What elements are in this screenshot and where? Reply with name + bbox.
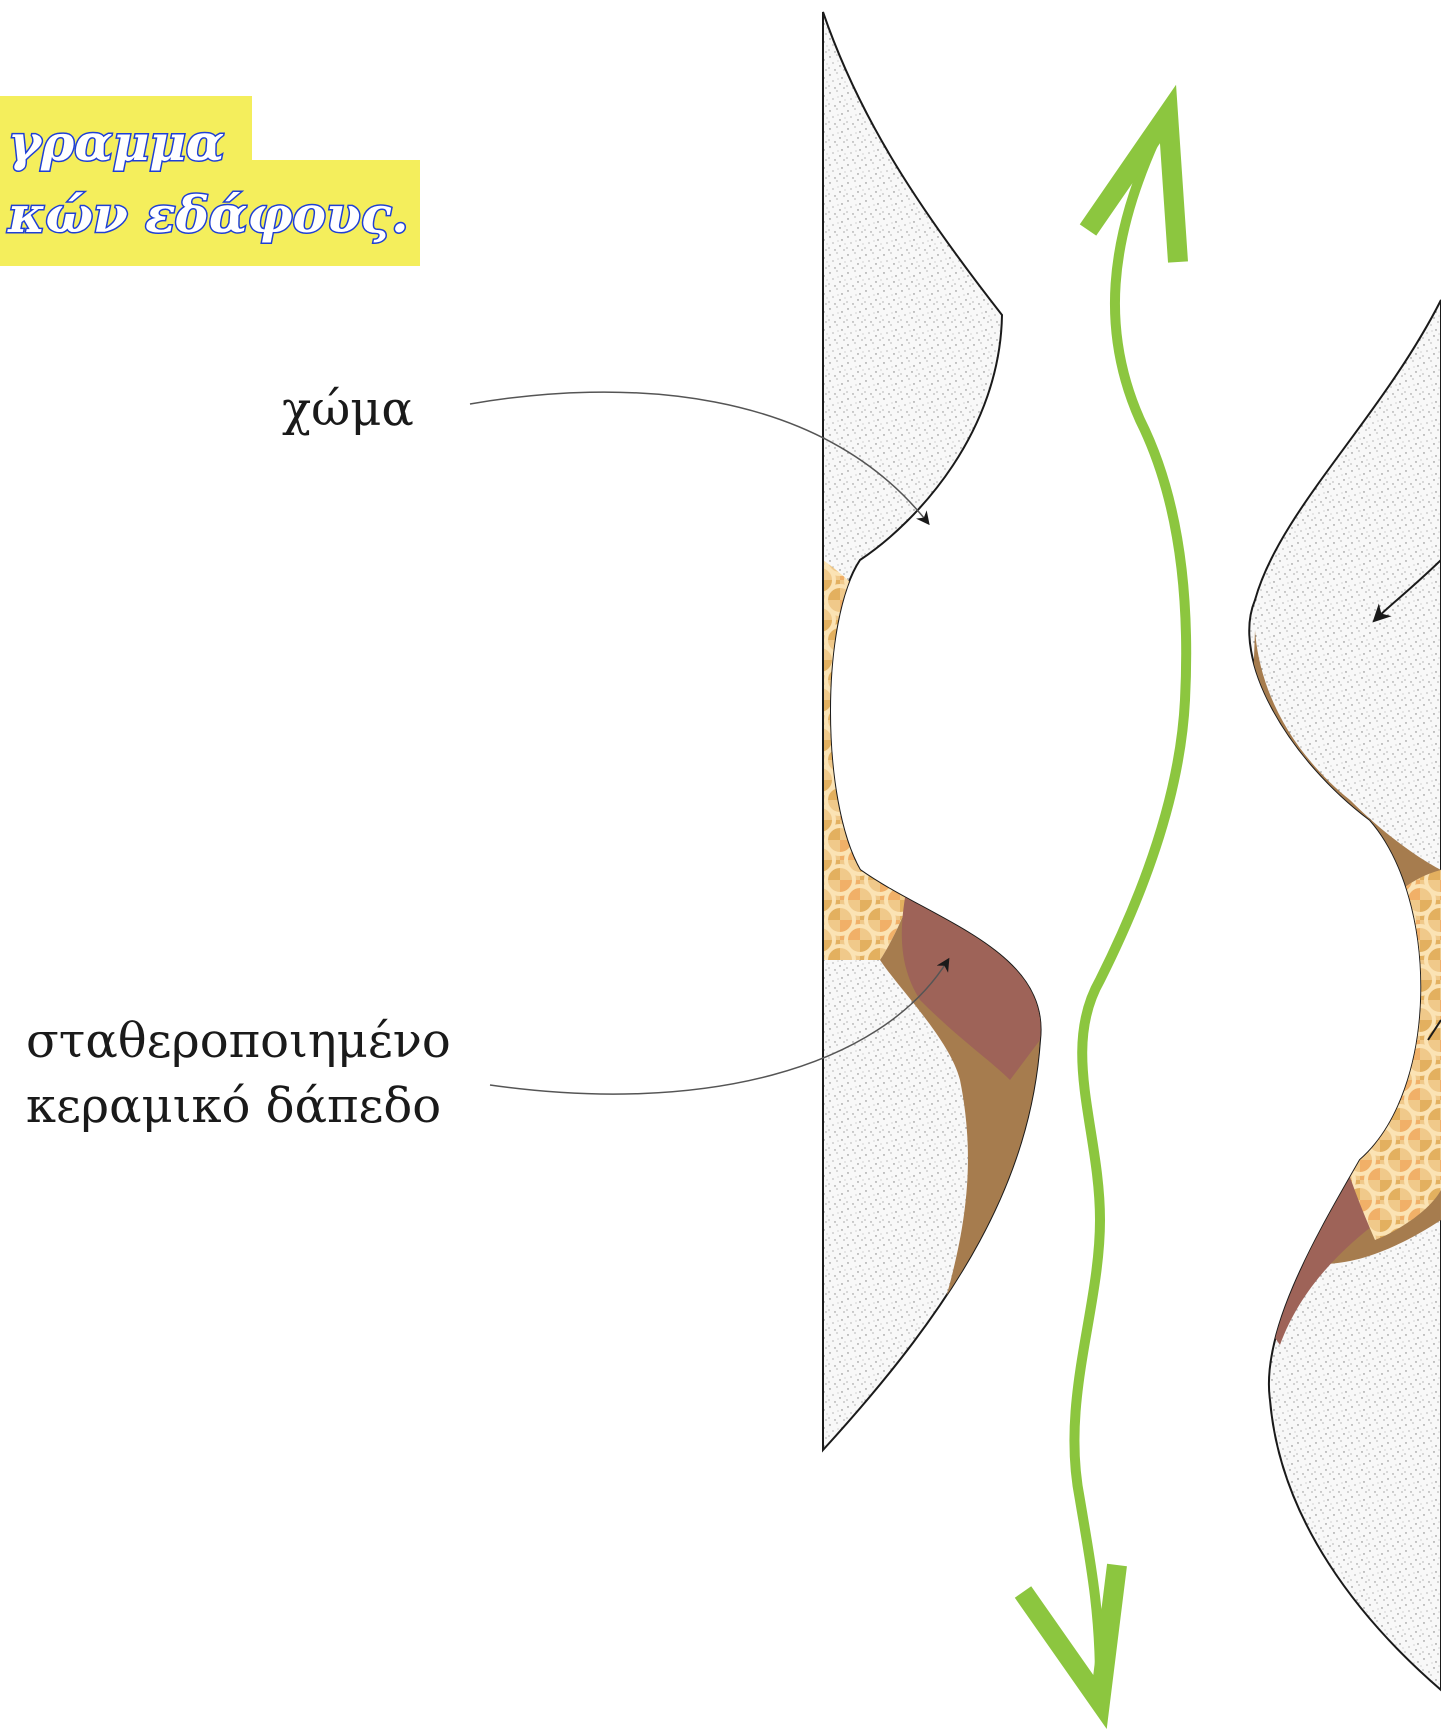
green-arrowhead-bottom	[1023, 1565, 1117, 1702]
title-block: γραμμα κών εδάφους.	[0, 96, 420, 266]
stabilized-floor-label-line-1: σταθεροποιημένο	[26, 1013, 451, 1069]
green-wavy-shaft	[1074, 140, 1186, 1680]
double-headed-wavy-arrow-icon	[1023, 114, 1186, 1702]
right-tile-region	[1323, 870, 1441, 1240]
left-wall-section	[823, 12, 1100, 1450]
title-line-2: κών εδάφους.	[7, 185, 409, 244]
left-tile-region	[823, 560, 943, 960]
right-wall-section	[1164, 300, 1441, 1690]
left-speckled-ground	[823, 12, 1041, 1450]
stabilized-floor-label-group: σταθεροποιημένο κεραμικό δάπεδο	[26, 960, 948, 1134]
soil-label: χώμα	[282, 381, 414, 437]
stabilized-floor-label-line-2: κεραμικό δάπεδο	[26, 1078, 441, 1134]
right-speckled-ground	[1249, 300, 1441, 1690]
title-line-1: γραμμα	[8, 113, 224, 172]
